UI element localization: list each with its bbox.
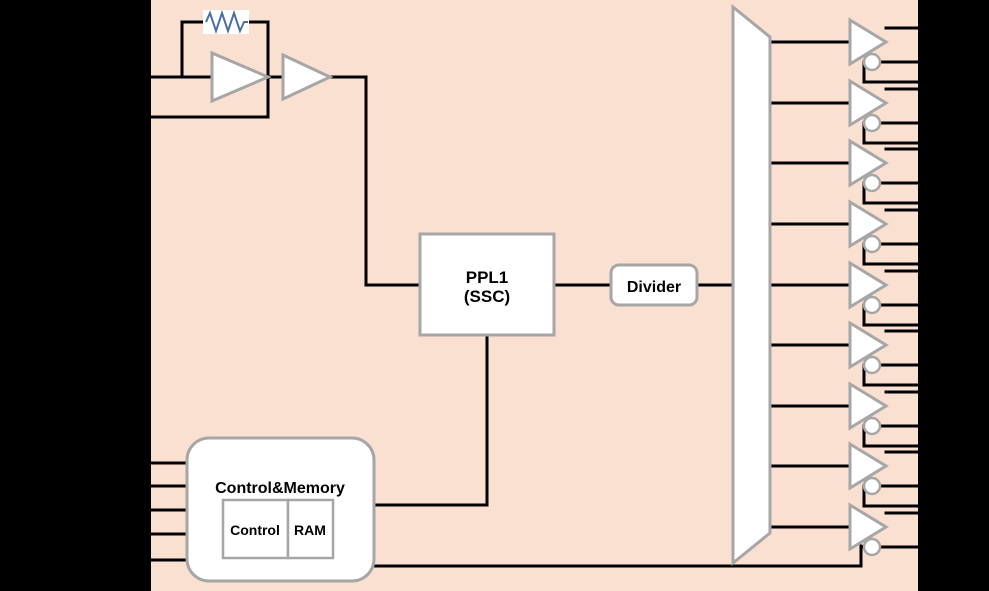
output-buffer-9[interactable] (848, 502, 889, 557)
output-buffer-6-invert-bubble (862, 355, 882, 375)
clock-mux-block[interactable] (731, 3, 772, 567)
output-buffer-1-invert-bubble (862, 52, 882, 72)
output-buffer-4-triangle (848, 199, 889, 249)
output-buffer-9-triangle (848, 502, 889, 552)
output-buffer-3[interactable] (848, 138, 889, 193)
output-buffer-5[interactable] (848, 260, 889, 315)
output-buffer-1-triangle (848, 17, 889, 67)
output-buffer-3-triangle (848, 138, 889, 188)
output-buffer-8-invert-bubble (862, 476, 882, 496)
output-buffer-2[interactable] (848, 78, 889, 133)
pll-block-label-line2: (SSC) (464, 287, 510, 306)
output-buffer-5-invert-bubble (862, 295, 882, 315)
output-buffer-8[interactable] (848, 441, 889, 496)
wire-group-clockpath (372, 283, 863, 568)
control-memory-label: Control&Memory (215, 480, 345, 497)
output-buffer-1[interactable] (848, 17, 889, 72)
oscillator-amplifier-1 (210, 50, 272, 104)
oscillator-amplifier-2 (281, 52, 334, 102)
output-buffer-7-triangle (848, 381, 889, 431)
output-buffer-3-invert-bubble (862, 173, 882, 193)
divider-block-label: Divider (627, 279, 681, 296)
output-buffer-7-invert-bubble (862, 416, 882, 436)
output-buffer-4[interactable] (848, 199, 889, 254)
pll-block[interactable] (418, 232, 556, 337)
ram-subblock[interactable] (286, 498, 335, 560)
output-buffer-6[interactable] (848, 320, 889, 375)
output-buffer-6-triangle (848, 320, 889, 370)
divider-block[interactable] (609, 263, 699, 307)
output-buffer-5-triangle (848, 260, 889, 310)
output-buffer-8-triangle (848, 441, 889, 491)
control-subblock-label: Control (230, 522, 280, 538)
wire-group-outputs (768, 26, 920, 549)
output-buffer-7[interactable] (848, 381, 889, 436)
output-buffer-4-invert-bubble (862, 234, 882, 254)
control-subblock[interactable] (221, 498, 290, 560)
output-buffer-9-invert-bubble (862, 537, 882, 557)
output-buffer-2-triangle (848, 78, 889, 128)
ram-subblock-label: RAM (294, 522, 326, 538)
feedback-resistor-icon (203, 9, 249, 35)
output-buffer-2-invert-bubble (862, 113, 882, 133)
pll-block-label-line1: PPL1 (466, 268, 509, 287)
